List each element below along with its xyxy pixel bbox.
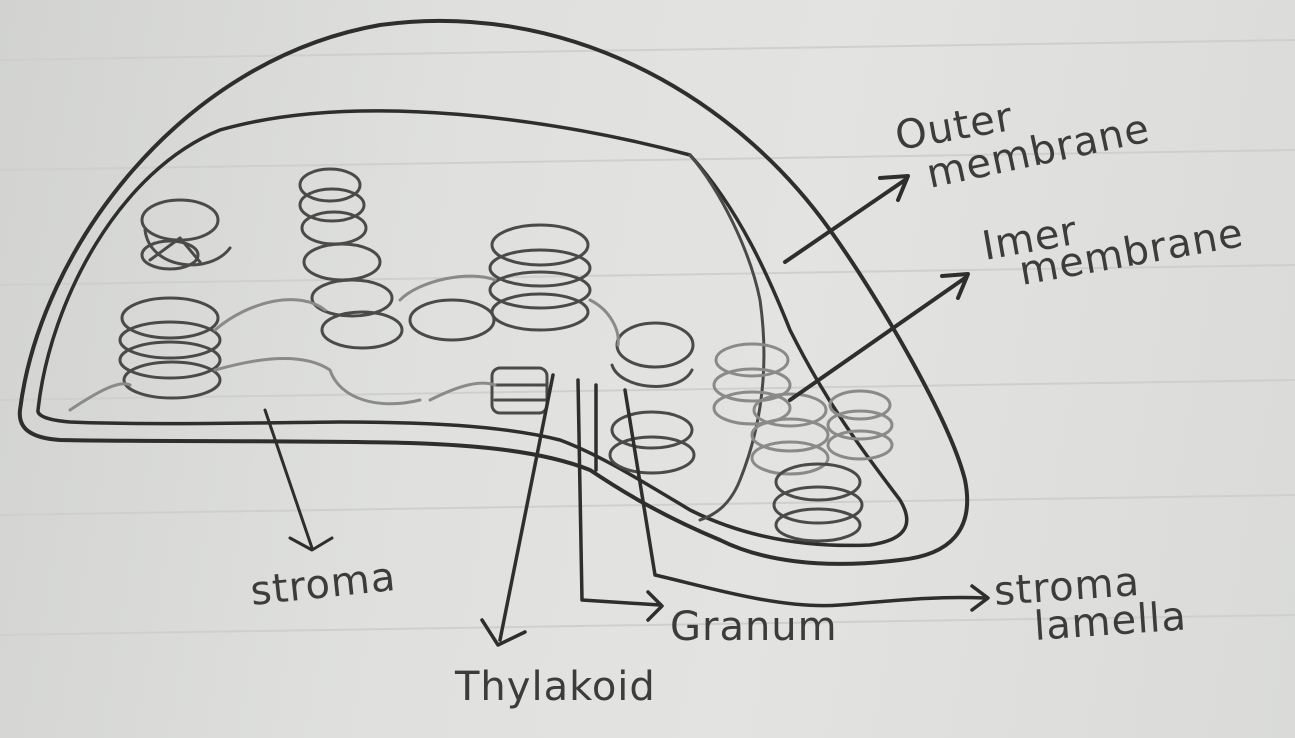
granum-3 [300, 169, 402, 348]
granum-7 [714, 344, 790, 424]
granum-6 [492, 368, 547, 413]
label-stroma-lamella-line2: lamella [1032, 593, 1188, 650]
arrow-stroma [265, 410, 332, 550]
arrow-outer-membrane [785, 176, 908, 262]
label-thylakoid: Thylakoid [454, 664, 656, 710]
label-granum: Granum [670, 604, 838, 650]
granum-2 [120, 298, 220, 398]
arrow-thylakoid [482, 375, 553, 645]
granum-5 [610, 323, 694, 473]
inner-membrane-inner-edge [690, 155, 764, 520]
outer-membrane [20, 21, 967, 564]
label-stroma: stroma [248, 554, 398, 615]
arrow-granum [578, 380, 662, 620]
granum-4 [410, 225, 590, 340]
arrow-inner-membrane [790, 274, 968, 400]
granum-1 [142, 200, 230, 269]
